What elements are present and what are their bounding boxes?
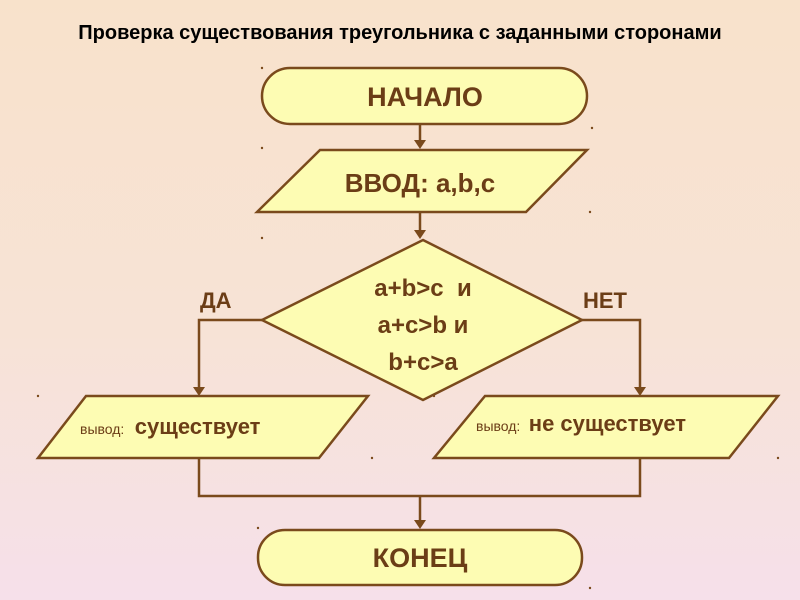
output-yes-prefix: вывод: [80,421,124,437]
condition-line-3: b+c>a [388,349,458,376]
page-title: Проверка существования треугольника с за… [78,22,722,44]
branch-yes-label: ДА [200,288,232,313]
end-label: КОНЕЦ [373,543,468,573]
speck [588,210,592,214]
connector-yes-branch [197,318,262,387]
speck [260,66,264,70]
speck [590,126,594,130]
speck [432,394,436,398]
speck [776,456,780,460]
connector-merge [197,458,642,498]
arrowhead-yes [193,387,205,396]
condition-line-1: a+b>c и [374,275,471,302]
arrowhead-no [634,387,646,396]
branch-no-label: НЕТ [583,288,628,313]
connectors [193,124,646,529]
output-no-parallelogram [431,394,781,460]
start-label: НАЧАЛО [367,82,483,112]
output-no-label: не существует [529,411,686,436]
input-label: ВВОД: a,b,c [345,168,495,198]
speck [36,394,40,398]
speck [370,456,374,460]
speck [588,586,592,590]
speck [256,526,260,530]
condition-line-2: a+c>b и [378,312,469,339]
input-parallelogram [253,148,590,214]
connector-no-branch [582,318,642,387]
arrowhead-end [414,520,426,529]
start-terminator [260,66,589,126]
arrowhead-input [414,140,426,149]
condition-diamond [259,238,585,402]
output-yes-parallelogram [35,394,371,460]
output-yes-text: вывод: существует [80,414,261,439]
arrowhead-condition [414,230,426,239]
speck [260,146,264,150]
decorative-dots [36,66,780,590]
speck [260,236,264,240]
output-yes-label: существует [135,414,261,439]
output-no-text: вывод: не существует [476,411,686,436]
output-no-prefix: вывод: [476,418,520,434]
end-terminator [256,528,584,587]
